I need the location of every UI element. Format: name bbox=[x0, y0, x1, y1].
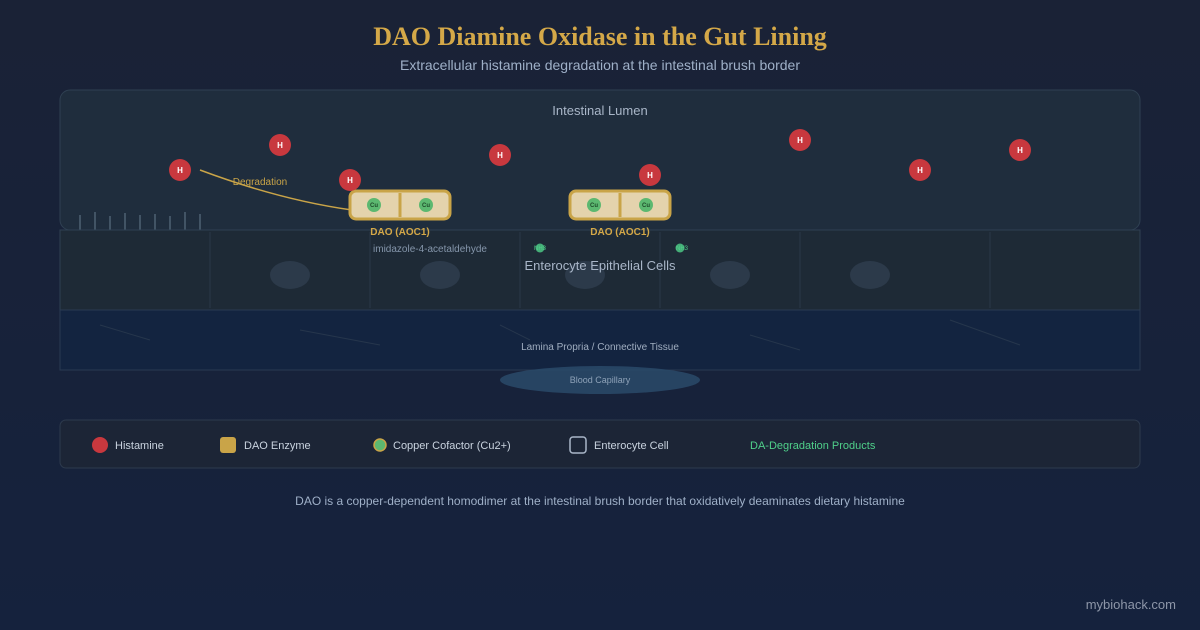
lumen-label: Intestinal Lumen bbox=[552, 103, 647, 118]
histamine-symbol: H bbox=[277, 141, 283, 150]
enterocyte-swatch bbox=[569, 436, 587, 454]
histamine-symbol: H bbox=[177, 166, 183, 175]
dao-enzyme: Cu Cu bbox=[348, 189, 452, 221]
lamina-zone bbox=[59, 309, 1141, 371]
copper-symbol: Cu bbox=[370, 203, 378, 209]
copper-cofactor bbox=[587, 198, 601, 212]
histamine-molecule: H bbox=[909, 159, 931, 181]
copper-symbol: Cu bbox=[590, 203, 598, 209]
histamine-symbol: H bbox=[497, 151, 503, 160]
legend-histamine-label: Histamine bbox=[115, 440, 164, 452]
nucleus bbox=[710, 261, 750, 289]
nh3-label: NH3 bbox=[534, 246, 547, 252]
copper-symbol: Cu bbox=[642, 203, 650, 209]
legend-item-copper: Copper Cofactor (Cu2+) bbox=[373, 438, 511, 452]
nucleus bbox=[850, 261, 890, 289]
connective-fibers bbox=[99, 319, 1021, 351]
capillary-label: Blood Capillary bbox=[570, 375, 631, 385]
blood-capillary bbox=[500, 366, 700, 394]
degradation-arrow bbox=[199, 169, 353, 211]
epithelium-label: Enterocyte Epithelial Cells bbox=[524, 258, 676, 273]
histamine-molecule: H bbox=[1009, 139, 1031, 161]
histamine-swatch bbox=[92, 437, 108, 453]
legend-box bbox=[59, 419, 1141, 469]
histamine-molecule: H bbox=[639, 164, 661, 186]
legend-item-dao: DAO Enzyme bbox=[220, 437, 311, 453]
copper-swatch bbox=[373, 438, 387, 452]
brand-watermark: mybiohack.com bbox=[1086, 597, 1176, 612]
histamine-symbol: H bbox=[1017, 146, 1023, 155]
dao-enzyme: Cu Cu bbox=[568, 189, 672, 221]
legend-dao-label: DAO Enzyme bbox=[244, 440, 311, 452]
degradation-product: NH3 bbox=[534, 243, 547, 253]
histamine-molecule: H bbox=[339, 169, 361, 191]
microvilli bbox=[79, 212, 201, 230]
legend-products-label: DA-Degradation Products bbox=[750, 440, 876, 452]
degradation-label: Degradation bbox=[233, 177, 287, 188]
nucleus bbox=[565, 261, 605, 289]
copper-symbol: Cu bbox=[422, 203, 430, 209]
product-label: imidazole-4-acetaldehyde bbox=[373, 244, 487, 255]
legend-item-histamine: Histamine bbox=[92, 437, 164, 453]
histamine-symbol: H bbox=[347, 176, 353, 185]
histamine-molecule: H bbox=[489, 144, 511, 166]
degradation-product: NH3 bbox=[675, 243, 689, 253]
legend-copper-label: Copper Cofactor (Cu2+) bbox=[393, 440, 511, 452]
histamine-molecule: H bbox=[269, 134, 291, 156]
histamine-symbol: H bbox=[917, 166, 923, 175]
cell-nuclei bbox=[270, 261, 890, 289]
copper-cofactor bbox=[419, 198, 433, 212]
nucleus bbox=[420, 261, 460, 289]
legend-enterocyte-label: Enterocyte Cell bbox=[594, 440, 669, 452]
page-title: DAO Diamine Oxidase in the Gut Lining bbox=[373, 22, 827, 51]
footnote: DAO is a copper-dependent homodimer at t… bbox=[295, 494, 905, 508]
dao-label: DAO (AOC1) bbox=[590, 227, 649, 238]
cell-borders bbox=[209, 232, 991, 308]
copper-cofactor bbox=[367, 198, 381, 212]
histamine-symbol: H bbox=[647, 171, 653, 180]
histamine-symbol: H bbox=[797, 136, 803, 145]
nucleus bbox=[270, 261, 310, 289]
copper-cofactor bbox=[639, 198, 653, 212]
page-subtitle: Extracellular histamine degradation at t… bbox=[400, 57, 800, 73]
histamine-molecule: H bbox=[169, 159, 191, 181]
histamine-molecule: H bbox=[789, 129, 811, 151]
legend-item-enterocyte: Enterocyte Cell bbox=[569, 436, 669, 454]
lamina-label: Lamina Propria / Connective Tissue bbox=[521, 342, 679, 353]
nh3-label: NH3 bbox=[676, 246, 689, 252]
dao-swatch bbox=[220, 437, 236, 453]
dao-label: DAO (AOC1) bbox=[370, 227, 429, 238]
